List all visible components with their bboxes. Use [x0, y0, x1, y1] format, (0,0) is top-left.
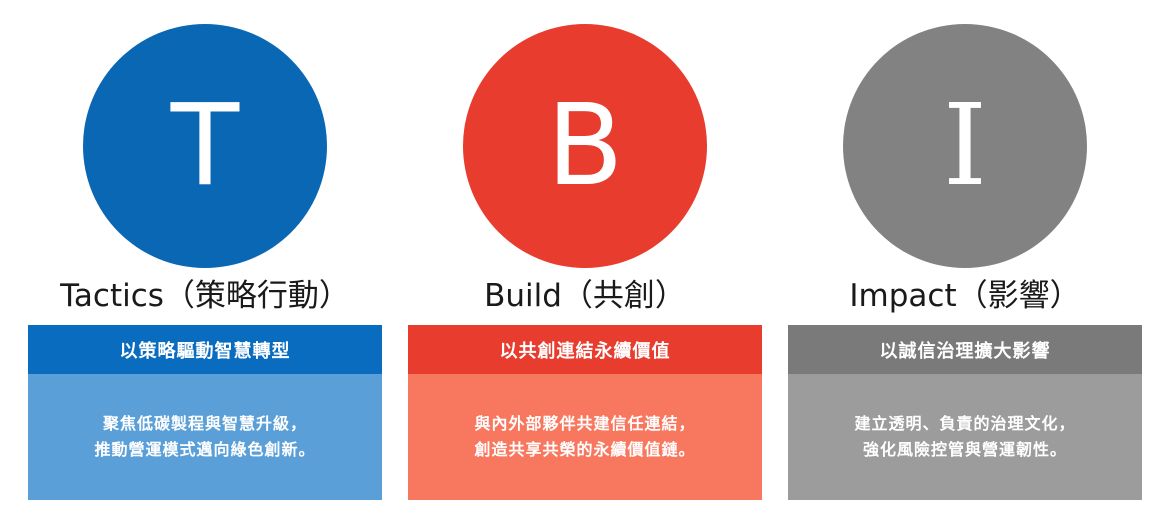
tactics-description-line: 推動營運模式邁向綠色創新。: [94, 440, 316, 459]
tactics-circle: T: [83, 24, 327, 268]
build-circle: B: [463, 24, 707, 268]
impact-circle: I: [843, 24, 1087, 268]
build-description-line: 與內外部夥伴共建信任連結，: [474, 414, 696, 433]
pillar-tactics: T Tactics（策略行動） 以策略驅動智慧轉型 聚焦低碳製程與智慧升級， 推…: [28, 0, 382, 521]
tactics-subtitle-bar: 以策略驅動智慧轉型: [28, 325, 382, 374]
impact-subtitle: 以誠信治理擴大影響: [879, 340, 1051, 362]
impact-description-line: 強化風險控管與營運韌性。: [862, 440, 1067, 459]
build-subtitle-bar: 以共創連結永續價值: [408, 325, 762, 374]
build-letter: B: [546, 81, 624, 211]
build-subtitle: 以共創連結永續價值: [499, 340, 671, 362]
tactics-subtitle: 以策略驅動智慧轉型: [119, 340, 291, 362]
pillar-impact: I Impact（影響） 以誠信治理擴大影響 建立透明、負責的治理文化， 強化風…: [788, 0, 1142, 521]
pillar-build: B Build（共創） 以共創連結永續價值 與內外部夥伴共建信任連結， 創造共享…: [408, 0, 762, 521]
build-title: Build（共創）: [484, 278, 686, 314]
impact-description-line: 建立透明、負責的治理文化，: [854, 414, 1076, 433]
build-description-line: 創造共享共榮的永續價值鏈。: [474, 440, 696, 459]
tactics-description-box: 聚焦低碳製程與智慧升級， 推動營運模式邁向綠色創新。: [28, 374, 382, 500]
impact-description-box: 建立透明、負責的治理文化， 強化風險控管與營運韌性。: [788, 374, 1142, 500]
impact-letter: I: [942, 81, 988, 211]
build-description-box: 與內外部夥伴共建信任連結， 創造共享共榮的永續價值鏈。: [408, 374, 762, 500]
tactics-title: Tactics（策略行動）: [60, 278, 350, 314]
tactics-letter: T: [170, 81, 240, 211]
impact-title: Impact（影響）: [849, 278, 1081, 314]
tactics-description-line: 聚焦低碳製程與智慧升級，: [102, 414, 307, 433]
impact-subtitle-bar: 以誠信治理擴大影響: [788, 325, 1142, 374]
